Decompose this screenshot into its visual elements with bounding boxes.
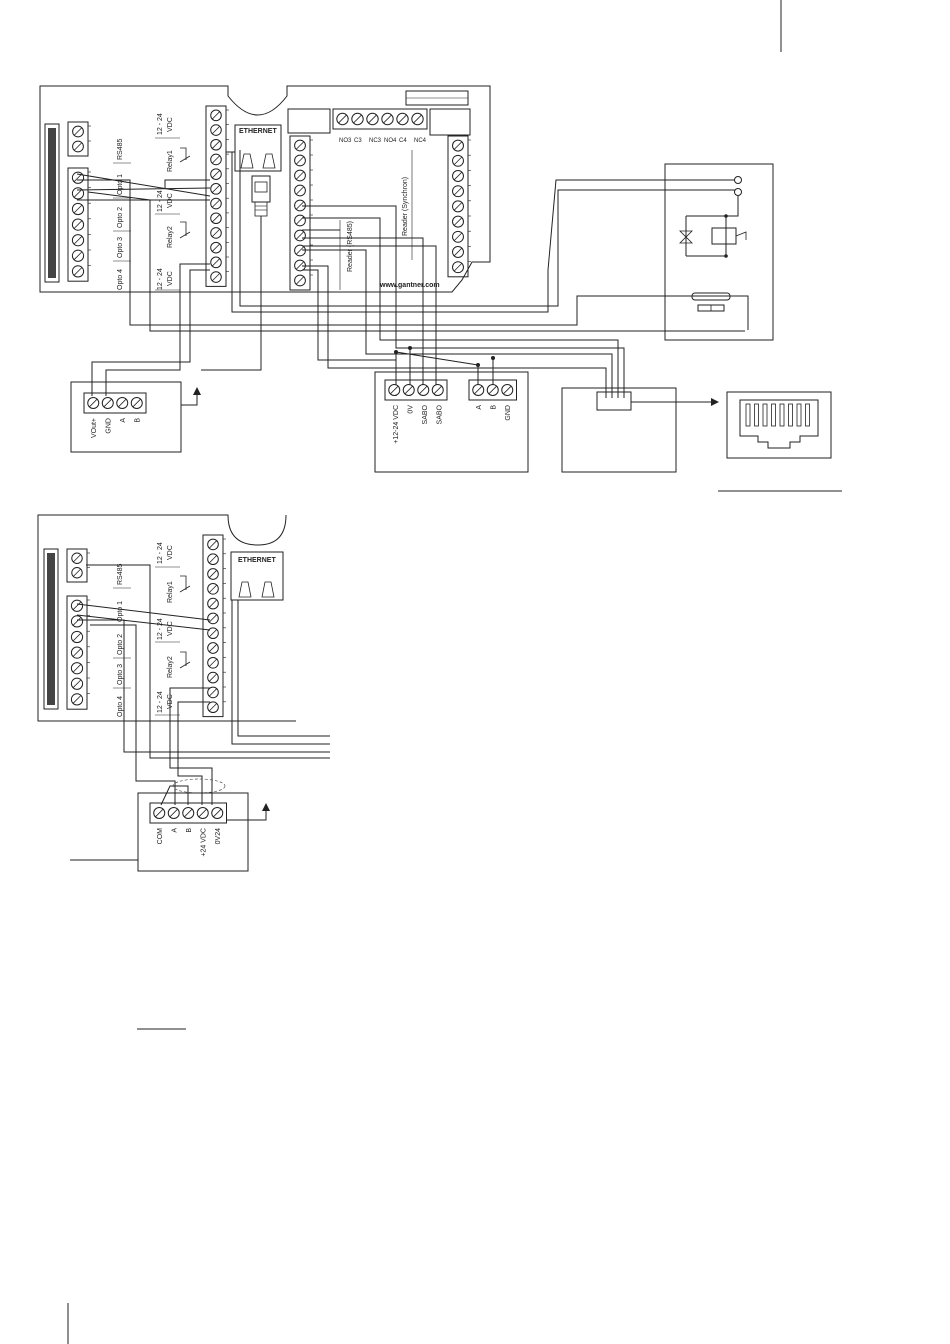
converter-box xyxy=(561,387,719,473)
top-vdc1-unit: VDC xyxy=(167,117,174,132)
top-relay-terminal-label: C3 xyxy=(354,138,362,144)
bottom-ethernet-port: ETHERNET xyxy=(230,551,284,601)
top-vdc2-value: 12 - 24 xyxy=(157,190,164,212)
bottom-terminal-label: +24 VDC xyxy=(201,828,208,857)
bottom-terminal-box: COM A B +24 VDC 0V24 xyxy=(70,792,270,872)
reader-bus-label: A xyxy=(476,405,483,410)
top-rs485-terminal xyxy=(67,121,91,157)
rj45-jack-icon xyxy=(726,391,832,459)
top-relay-terminal-label: NC4 xyxy=(414,138,427,144)
top-website-label: www.gantner.com xyxy=(379,282,440,289)
bottom-ethernet-label: ETHERNET xyxy=(238,557,276,564)
top-relay-terminal xyxy=(332,108,428,130)
relay-contact-2 xyxy=(734,188,742,196)
reader-terminal-label: SABO xyxy=(422,404,429,424)
reader-terminal-label: 0V xyxy=(408,405,415,414)
relay-coil xyxy=(711,227,737,245)
top-opto-terminal xyxy=(67,167,91,282)
top-controller-outline xyxy=(39,85,491,293)
top-rj45-plug xyxy=(251,175,271,217)
psu-terminal-label: B xyxy=(135,418,142,423)
top-reader-rs485-label: Reader (RS485) xyxy=(347,221,354,272)
top-main-terminal xyxy=(205,105,229,287)
bottom-terminal-label: A xyxy=(172,828,179,833)
bottom-ribbon-connector xyxy=(43,548,59,710)
relay-box xyxy=(664,163,774,341)
psu-terminal-label: A xyxy=(120,418,127,423)
bottom-opto2-label: Opto 2 xyxy=(117,634,124,655)
reader-bus-label: B xyxy=(491,405,498,410)
top-controller: RS485 Opto 1 Opto 2 Opto 3 Opto 4 12 - 2… xyxy=(39,85,491,293)
reader-bus-label: GND xyxy=(505,405,512,421)
top-opto2-label: Opto 2 xyxy=(117,207,124,228)
reader-terminal-box: +12-24 VDC 0V SABO SABO A B GND xyxy=(374,371,529,473)
top-opto4-label: Opto 4 xyxy=(117,269,124,290)
bottom-rs485-label: RS485 xyxy=(117,563,124,585)
top-vdc3-value: 12 - 24 xyxy=(157,268,164,290)
top-reader-terminal xyxy=(289,135,313,291)
bottom-controller-outline xyxy=(37,514,287,722)
psu-terminal-label: GND xyxy=(106,418,113,434)
psu-terminal-label: VOut+ xyxy=(91,418,98,438)
bottom-vdc1-value: 12 - 24 xyxy=(157,542,164,564)
top-opto3-label: Opto 3 xyxy=(117,237,124,258)
bottom-vdc2-value: 12 - 24 xyxy=(157,618,164,640)
psu-terminal-box: VOut+ GND A B xyxy=(70,381,201,453)
bottom-opto3-label: Opto 3 xyxy=(117,664,124,685)
top-vdc3-unit: VDC xyxy=(167,271,174,286)
top-relay-terminal-label: NO3 xyxy=(339,138,352,144)
top-relay2-label: Relay2 xyxy=(167,226,174,248)
bottom-opto-terminal xyxy=(66,595,90,710)
bottom-vdc3-value: 12 - 24 xyxy=(157,691,164,713)
top-ethernet-label: ETHERNET xyxy=(239,128,277,135)
bottom-controller: RS485 Opto 1 Opto 2 Opto 3 Opto 4 12 - 2… xyxy=(37,514,287,722)
reader-terminal-label: +12-24 VDC xyxy=(393,405,400,444)
bottom-vdc2-unit: VDC xyxy=(167,621,174,636)
top-vdc2-unit: VDC xyxy=(167,193,174,208)
top-right-terminal xyxy=(447,135,471,278)
top-relay1-label: Relay1 xyxy=(167,150,174,172)
top-relay-terminal-label: C4 xyxy=(399,138,407,144)
top-rs485-label: RS485 xyxy=(117,138,124,160)
bottom-relay1-label: Relay1 xyxy=(167,581,174,603)
top-opto1-label: Opto 1 xyxy=(117,174,124,195)
top-side-labels: RS485 Opto 1 Opto 2 Opto 3 Opto 4 12 - 2… xyxy=(113,113,191,291)
relay-contact-1 xyxy=(734,176,742,184)
reader-terminal-label: SABO xyxy=(437,404,444,424)
bottom-relay2-label: Relay2 xyxy=(167,656,174,678)
top-wiring xyxy=(76,150,749,398)
relay-diode-icon xyxy=(679,230,693,244)
bottom-wiring xyxy=(76,564,330,806)
top-vdc1-value: 12 - 24 xyxy=(157,113,164,135)
bottom-terminal-label: COM xyxy=(157,828,164,845)
bottom-terminal-label: 0V24 xyxy=(215,828,222,844)
top-reader-synchron-label: Reader (Synchron) xyxy=(402,177,409,236)
bottom-terminal-label: B xyxy=(186,828,193,833)
top-ethernet-port: ETHERNET xyxy=(226,124,282,172)
bottom-main-terminal xyxy=(202,534,226,718)
bottom-opto4-label: Opto 4 xyxy=(117,696,124,717)
bottom-vdc1-unit: VDC xyxy=(167,545,174,560)
bottom-opto1-label: Opto 1 xyxy=(117,601,124,622)
top-relay-terminal-label: NC3 xyxy=(369,138,382,144)
top-relay-terminal-label: NO4 xyxy=(384,138,397,144)
top-ribbon-connector xyxy=(44,123,60,283)
